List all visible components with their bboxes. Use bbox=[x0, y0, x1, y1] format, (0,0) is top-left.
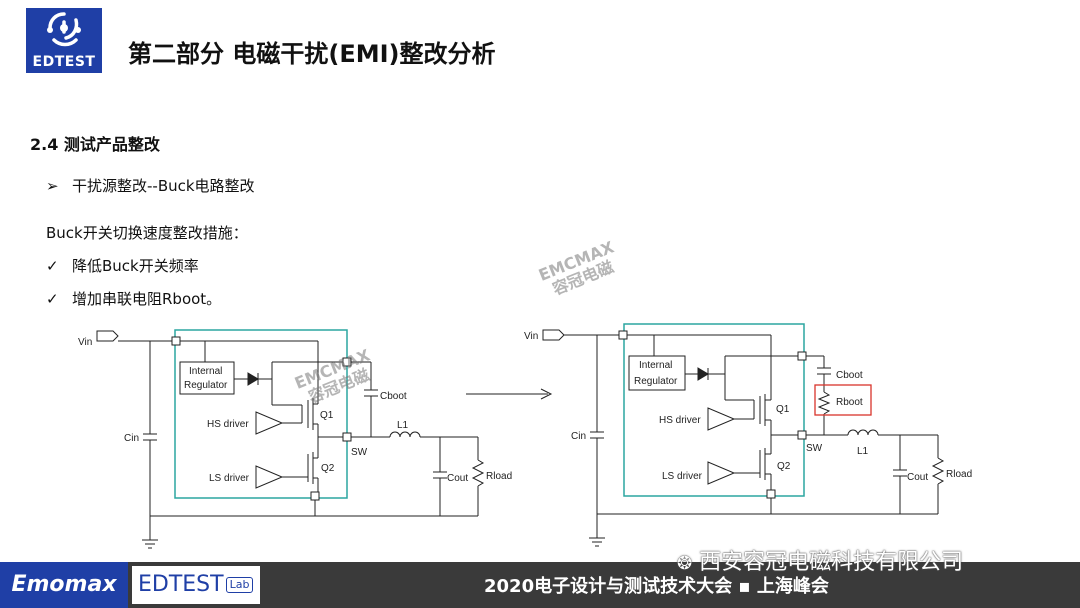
measure-text: 降低Buck开关频率 bbox=[72, 257, 199, 275]
wechat-account: 西安容冠电磁科技有限公司 bbox=[699, 550, 964, 575]
label-cboot: Cboot bbox=[836, 370, 863, 381]
measures-title: Buck开关切换速度整改措施： bbox=[46, 224, 248, 242]
label-cin: Cin bbox=[571, 431, 586, 442]
page-title: 第二部分 电磁干扰(EMI)整改分析 bbox=[128, 40, 496, 68]
label-regulator: Regulator bbox=[184, 380, 228, 391]
logo-text: EDTEST bbox=[32, 54, 96, 70]
circuit-diagrams: Vin Internal Regulator Cboot HS driver Q… bbox=[78, 323, 972, 549]
checkmark-icon: ✓ bbox=[46, 290, 59, 308]
label-l1: L1 bbox=[397, 420, 409, 431]
label-internal: Internal bbox=[639, 360, 672, 371]
label-vin: Vin bbox=[524, 331, 538, 342]
label-l1: L1 bbox=[857, 446, 869, 457]
label-internal: Internal bbox=[189, 366, 222, 377]
label-hs-driver: HS driver bbox=[659, 415, 701, 426]
logo-emblem-icon bbox=[47, 12, 81, 47]
measure-item: ✓ 增加串联电阻Rboot。 bbox=[46, 288, 221, 309]
label-rload: Rload bbox=[946, 469, 972, 480]
lab-badge: Lab bbox=[225, 577, 254, 593]
label-cin: Cin bbox=[124, 433, 139, 444]
label-cout: Cout bbox=[907, 472, 928, 483]
label-cout: Cout bbox=[447, 473, 468, 484]
label-cboot: Cboot bbox=[380, 391, 407, 402]
label-q2: Q2 bbox=[777, 461, 791, 472]
wechat-icon: ❂ bbox=[677, 553, 693, 574]
conference-title: 2020电子设计与测试技术大会 ▪ 上海峰会 bbox=[484, 576, 829, 597]
edtest-logo: EDTEST bbox=[26, 8, 102, 73]
measure-text: 增加串联电阻Rboot。 bbox=[72, 290, 222, 308]
wechat-watermark: ❂ 西安容冠电磁科技有限公司 bbox=[677, 544, 963, 576]
label-q2: Q2 bbox=[321, 463, 335, 474]
chip-outline-right bbox=[623, 323, 805, 497]
measure-item: ✓ 降低Buck开关频率 bbox=[46, 255, 199, 276]
label-sw: SW bbox=[806, 443, 823, 454]
emomax-logo: Emomax bbox=[0, 562, 128, 608]
label-hs-driver: HS driver bbox=[207, 419, 249, 430]
label-ls-driver: LS driver bbox=[662, 471, 703, 482]
rboot-highlight bbox=[814, 384, 872, 416]
label-sw: SW bbox=[351, 447, 368, 458]
label-rload: Rload bbox=[486, 471, 512, 482]
label-q1: Q1 bbox=[776, 404, 790, 415]
label-q1: Q1 bbox=[320, 410, 334, 421]
checkmark-icon: ✓ bbox=[46, 257, 59, 275]
label-regulator: Regulator bbox=[634, 376, 678, 387]
label-vin: Vin bbox=[78, 337, 92, 348]
subheading-text: 干扰源整改--Buck电路整改 bbox=[72, 177, 255, 195]
chip-outline-left bbox=[174, 329, 348, 499]
edtest-text: EDTEST bbox=[138, 572, 224, 597]
label-rboot: Rboot bbox=[836, 397, 863, 408]
arrow-bullet-icon: ➢ bbox=[46, 177, 59, 195]
section-heading: 2.4 测试产品整改 bbox=[30, 135, 160, 154]
subheading: ➢ 干扰源整改--Buck电路整改 bbox=[46, 175, 255, 196]
label-ls-driver: LS driver bbox=[209, 473, 250, 484]
